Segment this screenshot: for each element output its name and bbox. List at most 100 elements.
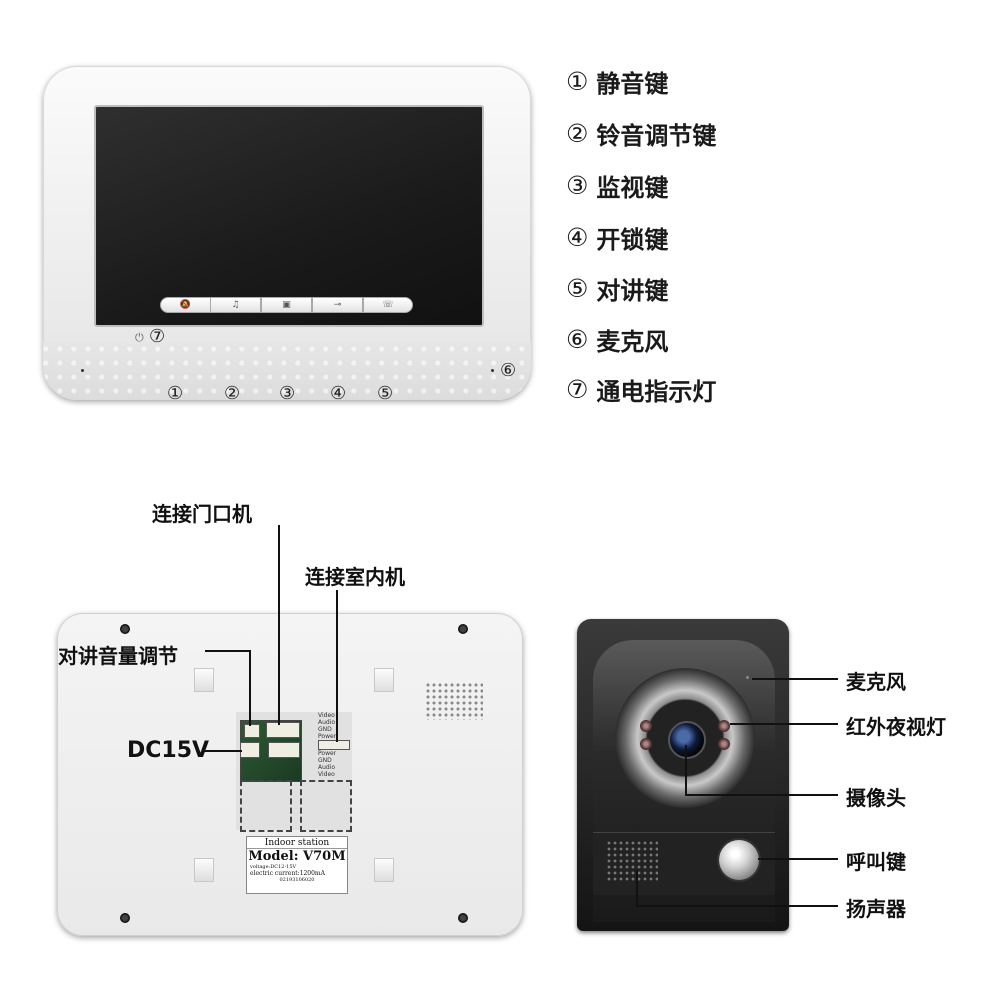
mount-hole — [374, 858, 394, 882]
microphone-number: ⑥ — [500, 360, 517, 381]
callout-indoor-station: 连接室内机 — [305, 565, 405, 589]
indoor-connector[interactable] — [268, 742, 300, 758]
callout-line — [636, 905, 838, 907]
legend-item-unlock: ④ 开锁键 — [566, 220, 668, 255]
callout-dc-voltage: DC15V — [127, 738, 210, 763]
mount-hole — [374, 668, 394, 692]
button-number-2: ② — [224, 383, 241, 404]
button-number-4: ④ — [330, 383, 347, 404]
pin-label: Power — [318, 750, 337, 757]
dc-power-jack[interactable] — [240, 742, 260, 758]
screw — [120, 913, 130, 923]
legend-item-ringtone: ② 铃音调节键 — [566, 116, 716, 151]
pin-label: Video — [318, 771, 335, 778]
callout-volume: 对讲音量调节 — [58, 644, 178, 668]
monitor-bottom-bezel — [43, 342, 531, 400]
legend-number: ⑥ — [566, 325, 589, 354]
button-number-1: ① — [167, 383, 184, 404]
pin-label: Audio — [318, 764, 336, 771]
legend-label: 通电指示灯 — [596, 378, 717, 406]
legend-item-talk: ⑤ 对讲键 — [566, 271, 668, 306]
speaker-grille — [425, 682, 483, 720]
ir-led — [640, 738, 652, 750]
legend-number: ③ — [566, 171, 589, 200]
sticker-voltage: voltage:DC12-15V — [250, 864, 297, 870]
callout-call-button: 呼叫键 — [846, 850, 906, 874]
legend-label: 铃音调节键 — [596, 122, 717, 150]
callout-camera: 摄像头 — [846, 786, 906, 810]
power-icon: ⏻ — [135, 331, 144, 344]
screw — [458, 913, 468, 923]
legend-number: ④ — [566, 223, 589, 252]
ir-led — [640, 720, 652, 732]
callout-line — [336, 590, 338, 742]
legend-item-power-indicator: ⑦ 通电指示灯 — [566, 372, 716, 407]
screw — [458, 624, 468, 634]
legend-label: 监视键 — [596, 174, 669, 202]
ringtone-button[interactable]: ♫ — [210, 297, 261, 313]
callout-line — [249, 650, 251, 726]
sticker-title: Indoor station — [247, 837, 347, 849]
pin-label: GND — [318, 757, 332, 764]
legend-item-monitor: ③ 监视键 — [566, 168, 668, 203]
legend-label: 麦克风 — [596, 328, 669, 356]
callout-line — [730, 723, 838, 725]
sticker-current: electric current:1200mA — [250, 870, 325, 877]
button-number-5: ⑤ — [377, 383, 394, 404]
microphone-hole — [491, 369, 494, 372]
pin-label: GND — [318, 726, 332, 733]
key-icon: ⊸ — [333, 300, 342, 310]
callout-line — [685, 745, 687, 795]
door-mic-hole — [746, 676, 749, 679]
pin-label: Video — [318, 712, 335, 719]
legend-item-microphone: ⑥ 麦克风 — [566, 322, 668, 357]
callout-line — [758, 858, 838, 860]
callout-door-mic: 麦克风 — [846, 670, 906, 694]
legend-label: 开锁键 — [596, 226, 669, 254]
legend-number: ⑤ — [566, 274, 589, 303]
dashed-outline — [240, 780, 292, 832]
legend-item-mute: ① 静音键 — [566, 64, 668, 99]
sticker-serial: 02193106020 — [279, 877, 315, 883]
dashed-outline — [300, 780, 352, 832]
callout-door-station: 连接门口机 — [152, 502, 252, 526]
talk-button[interactable]: ☏ — [363, 297, 413, 313]
legend-label: 静音键 — [596, 70, 669, 98]
music-note-icon: ♫ — [231, 300, 240, 310]
ir-led — [718, 720, 730, 732]
callout-line — [278, 525, 280, 725]
callout-line — [636, 870, 638, 906]
monitor-left-dot — [81, 369, 84, 372]
mount-hole — [194, 858, 214, 882]
pin-labels-bottom: Power GND Audio Video — [318, 750, 348, 778]
legend-label: 对讲键 — [596, 277, 669, 305]
button-number-3: ③ — [279, 383, 296, 404]
callout-line — [752, 678, 838, 680]
mount-hole — [194, 668, 214, 692]
legend-number: ② — [566, 119, 589, 148]
call-button[interactable] — [719, 840, 759, 880]
callout-line — [205, 650, 250, 652]
legend-number: ⑦ — [566, 375, 589, 404]
callout-speaker: 扬声器 — [846, 897, 906, 921]
model-sticker: Indoor station Model: V70M voltage:DC12-… — [246, 836, 348, 894]
mute-button[interactable]: 🔕 — [160, 297, 211, 313]
door-speaker-grille — [606, 840, 658, 882]
volume-potentiometer[interactable] — [244, 724, 260, 738]
callout-line — [204, 750, 242, 752]
sticker-model: Model: V70M — [248, 849, 346, 864]
callout-line — [685, 794, 838, 796]
ir-led — [718, 738, 730, 750]
screw — [120, 624, 130, 634]
legend-number: ① — [566, 67, 589, 96]
unlock-button[interactable]: ⊸ — [312, 297, 363, 313]
monitor-button[interactable]: ▣ — [261, 297, 312, 313]
monitor-screen — [94, 105, 484, 327]
mute-icon: 🔕 — [179, 300, 192, 310]
callout-ir-light: 红外夜视灯 — [846, 715, 946, 739]
camera-lens — [668, 721, 706, 759]
indoor-terminal[interactable] — [318, 740, 350, 750]
pin-label: Audio — [318, 719, 336, 726]
indoor-monitor-front — [43, 66, 531, 400]
door-station-connector[interactable] — [266, 722, 300, 738]
